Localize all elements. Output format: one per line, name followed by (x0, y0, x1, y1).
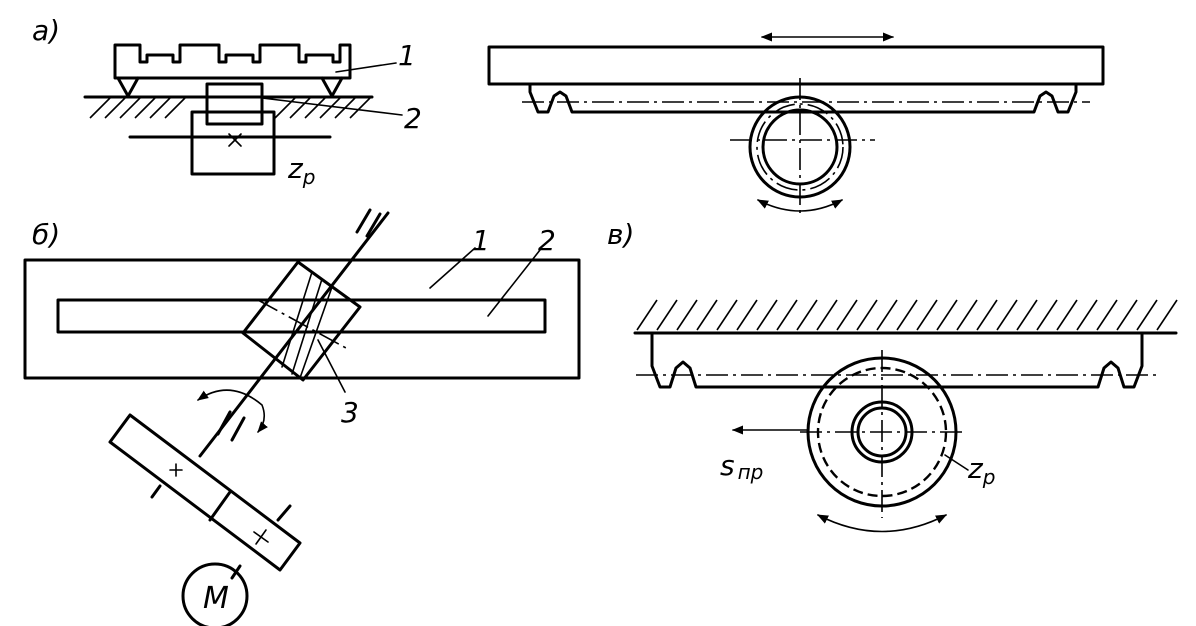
rack-section (205, 82, 264, 126)
label-panel-v: в) (607, 218, 634, 251)
label-motor: M (203, 581, 229, 616)
rack-a (528, 82, 1078, 114)
panel-a-front (487, 32, 1105, 218)
cross-mark-a (228, 133, 242, 147)
label-b-2: 2 (538, 224, 556, 257)
shaft-mark-1 (355, 208, 372, 234)
gear-housing (190, 110, 276, 176)
rotation-arrow-v (817, 514, 947, 533)
gearbox-shaft-stub (150, 484, 162, 499)
ground-hatch-v (633, 299, 1178, 335)
label-b-3: 3 (341, 396, 359, 429)
v-guide-left (116, 76, 140, 98)
leader-b1 (429, 247, 476, 289)
label-panel-b: б) (32, 218, 60, 251)
label-b-1: 1 (472, 224, 490, 257)
ground-hatch-a (83, 95, 374, 119)
gearbox-cross-2 (253, 529, 269, 545)
machine-table-b (23, 258, 581, 380)
motor (181, 562, 249, 626)
t-slot-table (113, 43, 352, 80)
shaft-mark-2 (365, 212, 382, 238)
leader-b2 (487, 249, 541, 317)
label-a-zp: zp (287, 152, 315, 189)
shaft-mark-3 (216, 410, 232, 436)
panel-b (23, 208, 581, 626)
worm-shaft (198, 211, 390, 458)
label-panel-a: а) (32, 14, 60, 47)
panel-v (633, 299, 1178, 533)
leader-b3 (317, 339, 346, 393)
pinion-a-pitch (756, 103, 844, 191)
shaft-mark-4 (230, 416, 246, 442)
rotation-arrow-a (757, 199, 843, 212)
rack-v (650, 331, 1144, 389)
label-a-2: 2 (404, 102, 422, 135)
panel-a-section (83, 43, 403, 176)
leader-a2 (261, 97, 403, 116)
gearbox-divider (208, 490, 232, 522)
leader-a1 (335, 62, 397, 73)
machine-table-a (487, 45, 1105, 86)
label-v-zp: zp (967, 452, 995, 489)
rack-slot-b (56, 298, 547, 334)
worm-axis (257, 299, 347, 349)
leader-vzp (944, 454, 969, 471)
worm-gear (241, 260, 362, 382)
gearbox-shaft-stub-2 (276, 504, 292, 522)
gearbox-cross-1 (169, 463, 183, 477)
label-a-1: 1 (398, 39, 416, 72)
v-guide-right (320, 76, 344, 98)
rotation-arrow-b (197, 389, 268, 433)
gearbox (108, 413, 302, 572)
